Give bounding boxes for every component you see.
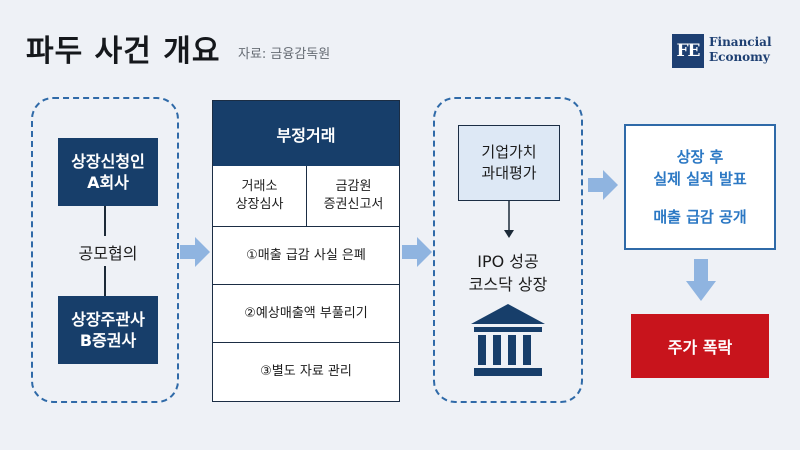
consult-label: 공모협의	[78, 244, 138, 263]
listing-line1: IPO 성공	[477, 252, 539, 271]
fss-line2: 증권신고서	[323, 197, 384, 212]
company-box: 상장신청인 A회사	[58, 138, 158, 206]
middle-group-frame	[433, 97, 583, 403]
bank-building-icon	[471, 304, 545, 376]
underwriter-box: 상장주관사 B증권사	[58, 296, 158, 364]
result-line1: 상장 후	[676, 148, 724, 166]
connector-top	[104, 206, 106, 236]
underwriter-line2: B증권사	[79, 331, 137, 350]
arrow-right-icon	[180, 237, 210, 267]
fraud-table: 부정거래 거래소 상장심사 금감원 증권신고서 ①매출 급감 사실 은폐 ②예상…	[212, 100, 400, 402]
logo-mark: FE	[672, 34, 704, 68]
result-spacer	[626, 190, 774, 206]
result-box: 상장 후 실제 실적 발표 매출 급감 공개	[624, 124, 776, 250]
arrow-down-icon	[504, 201, 514, 238]
fss-line1: 금감원	[335, 179, 372, 194]
fraud-item: ①매출 급감 사실 은폐	[246, 247, 366, 263]
company-line1: 상장신청인	[71, 152, 145, 171]
source-note: 자료: 금융감독원	[238, 47, 331, 62]
exchange-line2: 상장심사	[235, 197, 284, 212]
page-title: 파두 사건 개요	[26, 34, 221, 69]
fraud-item: ③별도 자료 관리	[260, 363, 352, 379]
exchange-review-cell: 거래소 상장심사	[213, 166, 306, 226]
row-divider	[213, 284, 399, 285]
valuation-line2: 과대평가	[481, 164, 537, 182]
stock-crash-box: 주가 폭락	[631, 314, 769, 378]
left-group-frame	[31, 97, 179, 403]
row-divider	[213, 342, 399, 343]
connector-bottom	[104, 266, 106, 296]
logo-line1: Financial	[709, 35, 772, 49]
fraud-header: 부정거래	[213, 101, 399, 166]
company-line2: A회사	[87, 173, 129, 192]
logo: FE Financial Economy	[672, 34, 782, 68]
result-line2: 실제 실적 발표	[653, 170, 747, 188]
listing-line2: 코스닥 상장	[468, 275, 548, 294]
underwriter-line1: 상장주관사	[71, 310, 145, 329]
arrow-right-icon	[402, 237, 432, 267]
cell-divider	[306, 166, 307, 226]
fss-filing-cell: 금감원 증권신고서	[307, 166, 400, 226]
logo-line2: Economy	[709, 50, 770, 64]
result-line3: 매출 급감 공개	[653, 208, 747, 226]
valuation-line1: 기업가치	[481, 143, 537, 161]
listing-label: IPO 성공 코스닥 상장	[440, 250, 576, 296]
row-divider	[213, 226, 399, 227]
arrow-down-icon	[686, 259, 716, 301]
exchange-line1: 거래소	[241, 179, 278, 194]
valuation-box: 기업가치 과대평가	[458, 125, 560, 201]
logo-text: Financial Economy	[709, 35, 772, 65]
fraud-item: ②예상매출액 부풀리기	[244, 305, 368, 321]
arrow-right-icon	[588, 170, 618, 200]
